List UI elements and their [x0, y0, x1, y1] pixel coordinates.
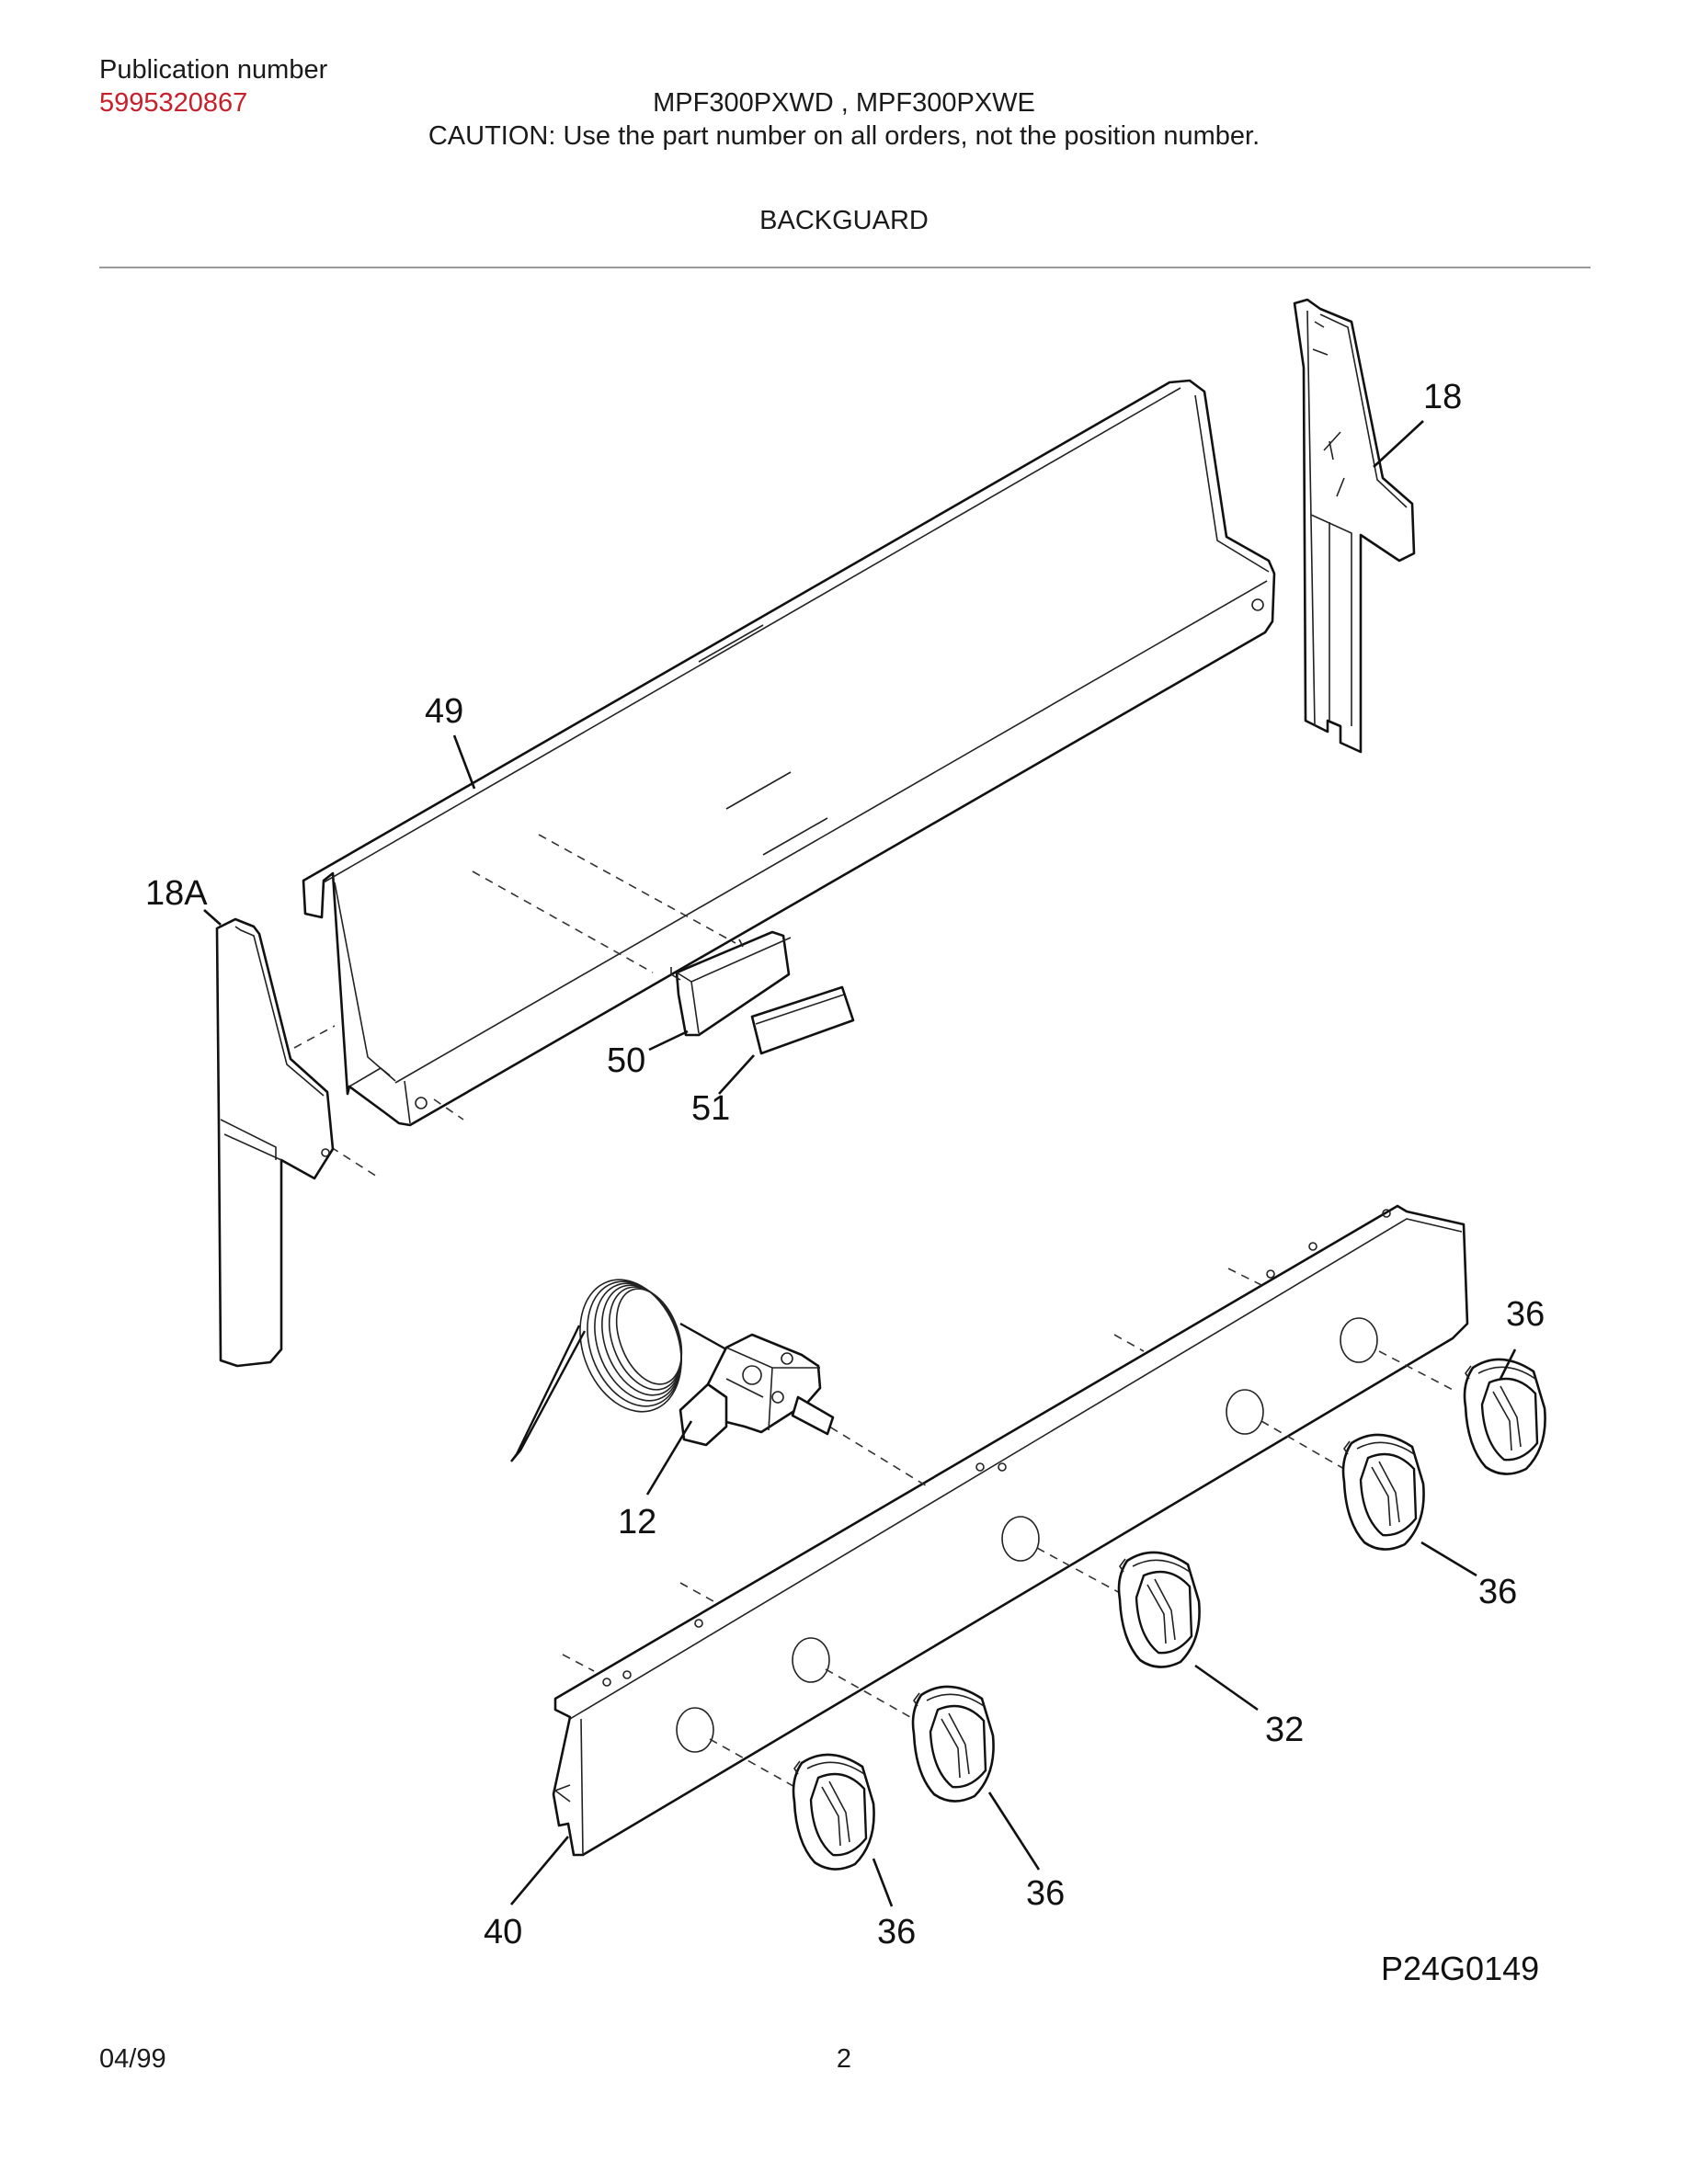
leader-line — [648, 1029, 689, 1052]
leader-line — [872, 1858, 894, 1907]
caution-note: CAUTION: Use the part number on all orde… — [428, 121, 1260, 151]
callout-18a: 18A — [145, 874, 208, 913]
alignment-line — [825, 1668, 911, 1718]
callout-36: 36 — [877, 1913, 916, 1951]
leader-line — [1499, 1348, 1517, 1380]
right-end-cap — [1293, 298, 1416, 754]
alignment-line — [1260, 1420, 1345, 1470]
control-knob — [1341, 1433, 1425, 1551]
alignment-line — [709, 1738, 799, 1790]
leader-line — [718, 1054, 755, 1095]
header-divider — [99, 267, 1591, 268]
alignment-line — [562, 1654, 595, 1672]
leader-line — [645, 1420, 693, 1496]
callout-36: 36 — [1506, 1295, 1545, 1334]
control-knob — [1117, 1551, 1201, 1668]
publication-label: Publication number — [99, 55, 328, 85]
callout-18: 18 — [1423, 378, 1462, 416]
alignment-line — [1113, 1334, 1145, 1352]
leader-line — [203, 909, 222, 926]
backguard-panel — [302, 379, 1276, 1127]
leader-line — [1373, 420, 1424, 468]
left-end-cap — [215, 917, 335, 1368]
leader-line — [1194, 1664, 1259, 1712]
leader-line — [452, 734, 476, 790]
callout-36: 36 — [1026, 1874, 1065, 1913]
callout-51: 51 — [691, 1089, 730, 1128]
alignment-line — [433, 1098, 464, 1120]
callout-50: 50 — [607, 1041, 645, 1080]
switch-housing — [670, 930, 792, 1037]
page-number: 2 — [836, 2044, 852, 2074]
control-knob — [792, 1753, 875, 1871]
alignment-line — [1227, 1268, 1262, 1286]
model-numbers: MPF300PXWD , MPF300PXWE — [653, 88, 1035, 118]
label-strip — [750, 985, 855, 1055]
control-knob — [1463, 1358, 1546, 1475]
thermostat — [510, 1279, 835, 1462]
control-panel — [552, 1204, 1469, 1857]
alignment-line — [679, 1582, 714, 1602]
leader-line — [510, 1836, 569, 1905]
control-knob — [911, 1685, 995, 1803]
callout-36: 36 — [1478, 1573, 1517, 1611]
leader-line — [1420, 1541, 1477, 1577]
alignment-line — [804, 1411, 930, 1488]
alignment-line — [472, 870, 654, 973]
alignment-line — [1036, 1547, 1123, 1595]
alignment-line — [330, 1146, 378, 1177]
publication-date: 04/99 — [99, 2044, 166, 2074]
figure-code: P24G0149 — [1381, 1950, 1539, 1987]
callout-49: 49 — [425, 692, 463, 731]
publication-number: 5995320867 — [99, 88, 248, 118]
alignment-line — [293, 1025, 336, 1049]
section-title: BACKGUARD — [759, 206, 929, 235]
callout-12: 12 — [618, 1503, 656, 1541]
callout-40: 40 — [484, 1913, 522, 1951]
leader-line — [987, 1792, 1041, 1871]
callout-32: 32 — [1265, 1711, 1304, 1749]
alignment-line — [538, 834, 736, 944]
